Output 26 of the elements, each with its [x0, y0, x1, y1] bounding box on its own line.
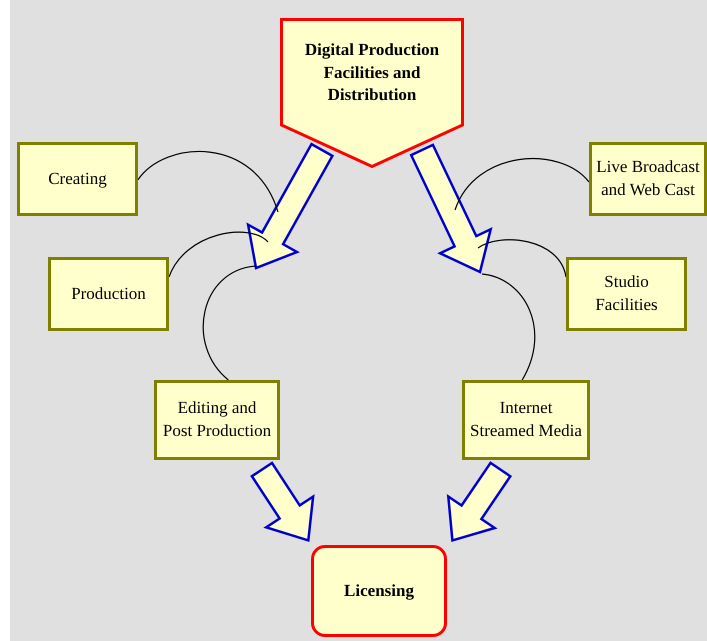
- curved-line: [482, 273, 536, 380]
- block-arrow: [250, 461, 315, 542]
- node-label: Internet Streamed Media: [469, 397, 583, 442]
- curved-line: [478, 239, 567, 278]
- node-label: Editing and Post Production: [162, 397, 272, 442]
- node-label: Creating: [47, 168, 108, 190]
- curved-line: [202, 265, 256, 380]
- block-arrow: [410, 143, 493, 274]
- node-label: Live Broadcast and Web Cast: [595, 156, 701, 201]
- process-box: [17, 142, 138, 216]
- node-label: Digital Production Facilities and Distribution: [304, 38, 440, 106]
- process-box: [48, 257, 169, 331]
- curved-line: [168, 232, 268, 278]
- block-arrow: [446, 461, 512, 542]
- node-label: Licensing: [343, 580, 415, 602]
- node-label: Production: [70, 282, 147, 305]
- node-label: Studio Facilities: [594, 271, 659, 316]
- pentagon-box: [280, 18, 464, 168]
- process-box: [154, 380, 280, 460]
- process-box: [462, 380, 590, 460]
- process-box: [311, 545, 447, 637]
- curved-line: [138, 151, 279, 212]
- curved-line: [454, 158, 590, 210]
- block-arrow: [246, 142, 334, 270]
- process-box: [566, 257, 687, 331]
- process-box: [589, 142, 707, 216]
